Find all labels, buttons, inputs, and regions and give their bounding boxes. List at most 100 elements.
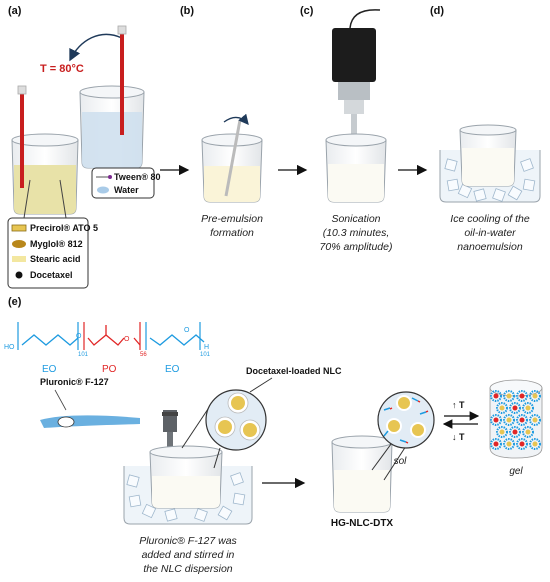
micelle-ring [522,426,534,438]
micelle-ring [516,438,528,450]
micelle-ring [496,426,508,438]
tween-icon [108,175,112,179]
water-phase-legend: Tween® 80 Water [91,167,160,199]
docetaxel-icon [15,271,23,279]
water-label: Water [114,185,139,195]
myglyol-label: Myglol® 812 [30,239,83,249]
oil-beaker [11,85,79,215]
temperature-down-label: ↓ T [452,432,465,442]
thermometer-icon [20,90,24,188]
eo-block-label: EO [165,364,180,375]
ho-group-label: HO [4,344,15,351]
panel-label-d: (d) [430,5,444,17]
micelle-ring [516,414,528,426]
micelle-core [512,429,518,435]
docetaxel-label: Docetaxel [30,270,73,280]
caption-e-line3: the NLC dispersion [143,563,232,575]
micelle-ring [490,390,502,402]
myglyol-icon [12,240,26,248]
precirol-label: Precirol® ATO 5 [30,223,98,233]
caption-d-line3: nanoemulsion [457,241,523,253]
sonicator [332,9,381,184]
micelle-core [519,417,525,423]
caption-c-line3: 70% amplitude) [320,241,393,253]
thermometer-icon [120,30,124,135]
pluronic-label: Pluronic® F-127 [40,377,109,387]
micelle-core [506,417,512,423]
micelle-ring [529,414,541,426]
caption-c-line1: Sonication [331,213,380,225]
micelle-core [512,405,518,411]
micelle-core [499,429,505,435]
eo-subscript-2: 101 [200,352,211,358]
stirring-arrow [223,113,249,125]
micelle-ring [496,402,508,414]
micelle-ring [490,414,502,426]
caption-b-line1: Pre-emulsion [201,213,263,225]
micelle-core [506,393,512,399]
tween-label: Tween® 80 [114,172,160,182]
caption-b-line2: formation [210,227,254,239]
nlc-label: Docetaxel-loaded NLC [246,366,342,376]
micelle-ring [503,414,515,426]
sonication-beaker [325,133,387,203]
panel-label-c: (c) [300,5,314,17]
panel-label-b: (b) [180,5,194,17]
caption-e-line1: Pluronic® F-127 was [139,535,237,547]
micelle-core [525,405,531,411]
micelle-core [525,429,531,435]
micelle-ring [522,402,534,414]
temperature-up-label: ↑ T [452,400,465,410]
gel-label: gel [509,466,523,477]
micelle-ring [509,426,521,438]
panel-label-a: (a) [8,5,22,17]
gel-network [489,379,543,459]
micelle-core [493,441,499,447]
ice-bath [439,124,541,203]
micelle-ring [503,390,515,402]
sol-zoom [371,391,435,481]
eo-subscript-1: 101 [78,352,89,358]
pluronic-structure [17,322,205,350]
micelle-core [532,441,538,447]
eo-block-label: EO [42,364,57,375]
micelle-ring [516,390,528,402]
micelle-core [506,441,512,447]
micelle-core [532,417,538,423]
micelle-core [532,393,538,399]
svg-text:O: O [76,333,82,340]
caption-d-line1: Ice cooling of the [450,213,530,225]
water-beaker [79,25,145,169]
stirring-setup [123,410,253,525]
hydrogel-beaker [331,435,393,513]
h-end-label: H [204,344,209,351]
caption-d-line2: oil-in-water [464,227,516,239]
micelle-ring [529,438,541,450]
nlc-zoom [181,389,267,469]
sol-label: sol [394,456,408,467]
water-icon [97,186,109,194]
panel-label-e: (e) [8,296,22,308]
caption-c-line2: (10.3 minutes, [323,227,390,239]
micelle-core [493,417,499,423]
po-subscript: 56 [140,352,147,358]
product-label: HG-NLC-DTX [331,518,394,529]
svg-text:O: O [184,327,190,334]
stearic-icon [12,256,26,262]
micelle-core [499,405,505,411]
stearic-label: Stearic acid [30,254,81,264]
micelle-ring [529,390,541,402]
pre-emulsion-beaker [201,113,263,203]
po-block-label: PO [102,364,117,375]
micelle-ring [490,438,502,450]
micelle-core [493,393,499,399]
pour-arrow [69,33,123,62]
micelle-ring [503,438,515,450]
micelle-core [519,393,525,399]
micelle-ring [509,402,521,414]
micelle-core [519,441,525,447]
spatula-icon [40,389,140,428]
precirol-icon [11,224,27,232]
